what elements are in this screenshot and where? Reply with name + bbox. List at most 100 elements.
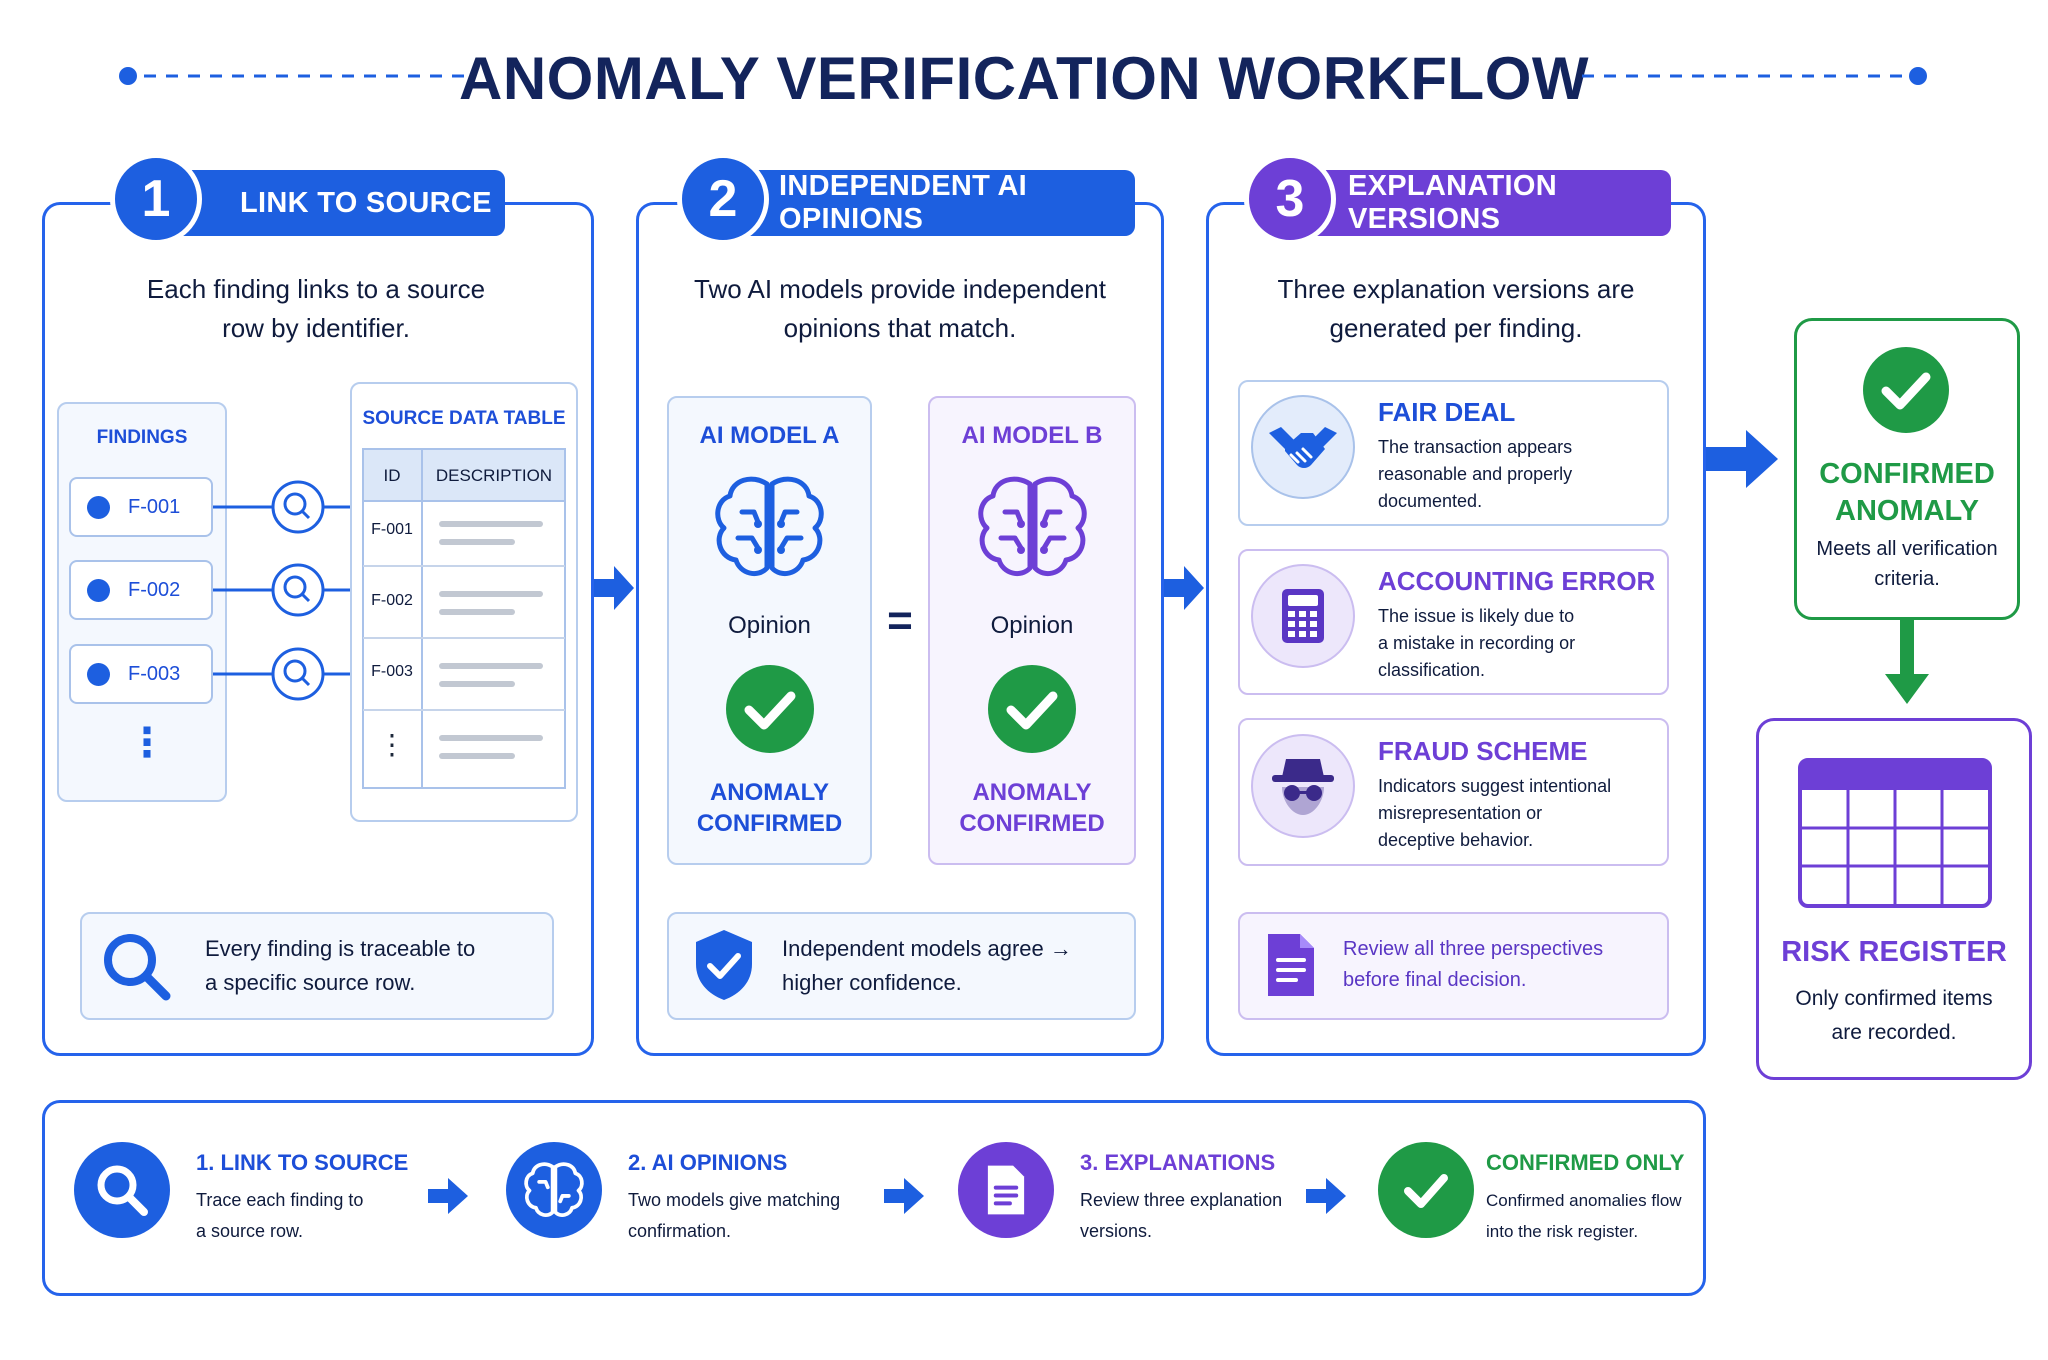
step2-label-text: INDEPENDENT AI OPINIONS	[779, 170, 1028, 235]
step3-note-text: Review all three perspectives before fin…	[1343, 934, 1603, 996]
confirmed-anomaly-card	[1794, 318, 2020, 620]
summary-step-title: 3. EXPLANATIONS	[1080, 1150, 1276, 1175]
version-line: misrepresentation or	[1378, 803, 1543, 823]
table-row-id: F-001	[371, 521, 413, 538]
step1-desc-line2: row by identifier.	[222, 313, 410, 343]
summary-line: Confirmed anomalies flow	[1486, 1191, 1682, 1210]
step1-number: 1	[110, 153, 202, 245]
step1-label: LINK TO SOURCE	[145, 170, 505, 236]
document-icon	[958, 1142, 1054, 1238]
step3-desc-line2: generated per finding.	[1329, 313, 1583, 343]
model-b-result-line2: CONFIRMED	[959, 810, 1105, 837]
check-circle-icon	[988, 665, 1076, 753]
findings-label: FINDINGS	[96, 427, 188, 448]
step3-number: 3	[1244, 153, 1336, 245]
version-line: classification.	[1378, 660, 1486, 680]
risk-register-title: RISK REGISTER	[1781, 936, 2007, 968]
step3-label-text: EXPLANATION VERSIONS	[1348, 170, 1557, 235]
step1-note-line2: a specific source row.	[205, 970, 416, 995]
check-circle-icon	[1863, 347, 1949, 433]
confirmed-title-line2: ANOMALY	[1835, 495, 1979, 527]
finding-dot-icon	[87, 495, 110, 519]
finding-dot-icon	[87, 578, 110, 602]
model-b-result: ANOMALY CONFIRMED	[928, 777, 1136, 839]
version-title: FRAUD SCHEME	[1378, 736, 1588, 766]
step2-number: 2	[677, 153, 769, 245]
version-line: Indicators suggest intentional	[1378, 776, 1612, 796]
register-desc-line1: Only confirmed items	[1795, 987, 1993, 1010]
summary-step-title: 1. LINK TO SOURCE	[196, 1150, 409, 1175]
magnifier-icon	[74, 1142, 170, 1238]
brain-icon	[715, 476, 824, 577]
table-row-id: F-003	[371, 663, 413, 680]
finding-id: F-001	[128, 495, 181, 518]
model-a-result-line1: ANOMALY	[709, 779, 830, 806]
step3-note-line1: Review all three perspectives	[1343, 938, 1604, 960]
arrow-right-icon	[1306, 1178, 1346, 1214]
title-left-decoration	[119, 67, 466, 85]
summary-line: a source row.	[196, 1221, 304, 1241]
version-description: Indicators suggest intentional misrepres…	[1378, 773, 1611, 854]
finding-item[interactable]: F-001	[69, 477, 213, 537]
version-description: The issue is likely due to a mistake in …	[1378, 603, 1575, 684]
confirmed-desc-line1: Meets all verification	[1816, 538, 1998, 560]
summary-step-title: CONFIRMED ONLY	[1486, 1150, 1685, 1175]
step1-note-line1: Every finding is traceable to	[205, 936, 476, 961]
arrow-right-icon	[1164, 566, 1204, 610]
arrow-right-icon	[594, 566, 634, 610]
step1-note-text: Every finding is traceable to a specific…	[205, 932, 475, 1000]
model-a-title: AI MODEL A	[699, 422, 840, 449]
step3-label: EXPLANATION VERSIONS	[1283, 170, 1671, 236]
step1-desc-line1: Each finding links to a source	[146, 274, 486, 304]
finding-id: F-002	[128, 578, 181, 601]
model-a-result: ANOMALY CONFIRMED	[667, 777, 872, 839]
summary-line: confirmation.	[628, 1221, 732, 1241]
brain-icon	[978, 476, 1087, 577]
title-right-decoration	[1582, 67, 1927, 85]
version-line: The transaction appears	[1378, 437, 1573, 457]
step3-note-line2: before final decision.	[1343, 969, 1527, 991]
step2-note-line2: higher confidence.	[782, 970, 962, 995]
step2-description: Two AI models provide independent opinio…	[646, 270, 1154, 348]
summary-step-text: Two models give matching confirmation.	[628, 1185, 840, 1247]
finding-id: F-003	[128, 662, 181, 685]
step1-note	[80, 912, 554, 1020]
table-header-description: DESCRIPTION	[435, 466, 553, 485]
risk-register-description: Only confirmed items are recorded.	[1756, 982, 2032, 1050]
arrow-right-icon	[428, 1178, 468, 1214]
source-table-grid	[362, 448, 566, 789]
check-circle-icon	[1378, 1142, 1474, 1238]
summary-line: versions.	[1080, 1221, 1153, 1241]
step2-desc-line1: Two AI models provide independent	[694, 274, 1106, 304]
version-line: deceptive behavior.	[1378, 830, 1534, 850]
magnifier-icon	[104, 934, 171, 1001]
summary-line: into the risk register.	[1486, 1222, 1639, 1241]
step1-label-text: LINK TO SOURCE	[240, 186, 492, 219]
register-desc-line2: are recorded.	[1831, 1021, 1957, 1044]
version-title: FAIR DEAL	[1378, 397, 1516, 427]
confirmed-anomaly-description: Meets all verification criteria.	[1794, 534, 2020, 594]
step1-description: Each finding links to a source row by id…	[60, 270, 572, 348]
step2-note-line1: Independent models agree →	[782, 936, 1072, 961]
finding-dot-icon	[87, 662, 110, 686]
step3-description: Three explanation versions are generated…	[1216, 270, 1696, 348]
shield-icon	[696, 930, 752, 1000]
finding-item[interactable]: F-002	[69, 560, 213, 620]
step2-note-text: Independent models agree → higher confid…	[782, 932, 1072, 1000]
summary-line: Trace each finding to	[196, 1190, 364, 1210]
arrow-right-icon	[1706, 430, 1778, 488]
version-line: a mistake in recording or	[1378, 633, 1576, 653]
model-b-opinion: Opinion	[990, 612, 1074, 639]
table-row-more: ⋮	[378, 729, 406, 760]
finding-item[interactable]: F-003	[69, 644, 213, 704]
summary-step-text: Confirmed anomalies flow into the risk r…	[1486, 1185, 1682, 1247]
version-line: The issue is likely due to	[1378, 606, 1575, 626]
arrow-down-icon	[1885, 620, 1929, 704]
confirmed-title-line1: CONFIRMED	[1819, 458, 1995, 490]
model-a-result-line2: CONFIRMED	[696, 810, 843, 837]
model-b-card	[928, 396, 1136, 865]
model-a-opinion: Opinion	[728, 612, 811, 639]
summary-line: Review three explanation	[1080, 1190, 1283, 1210]
confirmed-desc-line2: criteria.	[1874, 568, 1940, 590]
source-table-label: SOURCE DATA TABLE	[362, 408, 566, 429]
